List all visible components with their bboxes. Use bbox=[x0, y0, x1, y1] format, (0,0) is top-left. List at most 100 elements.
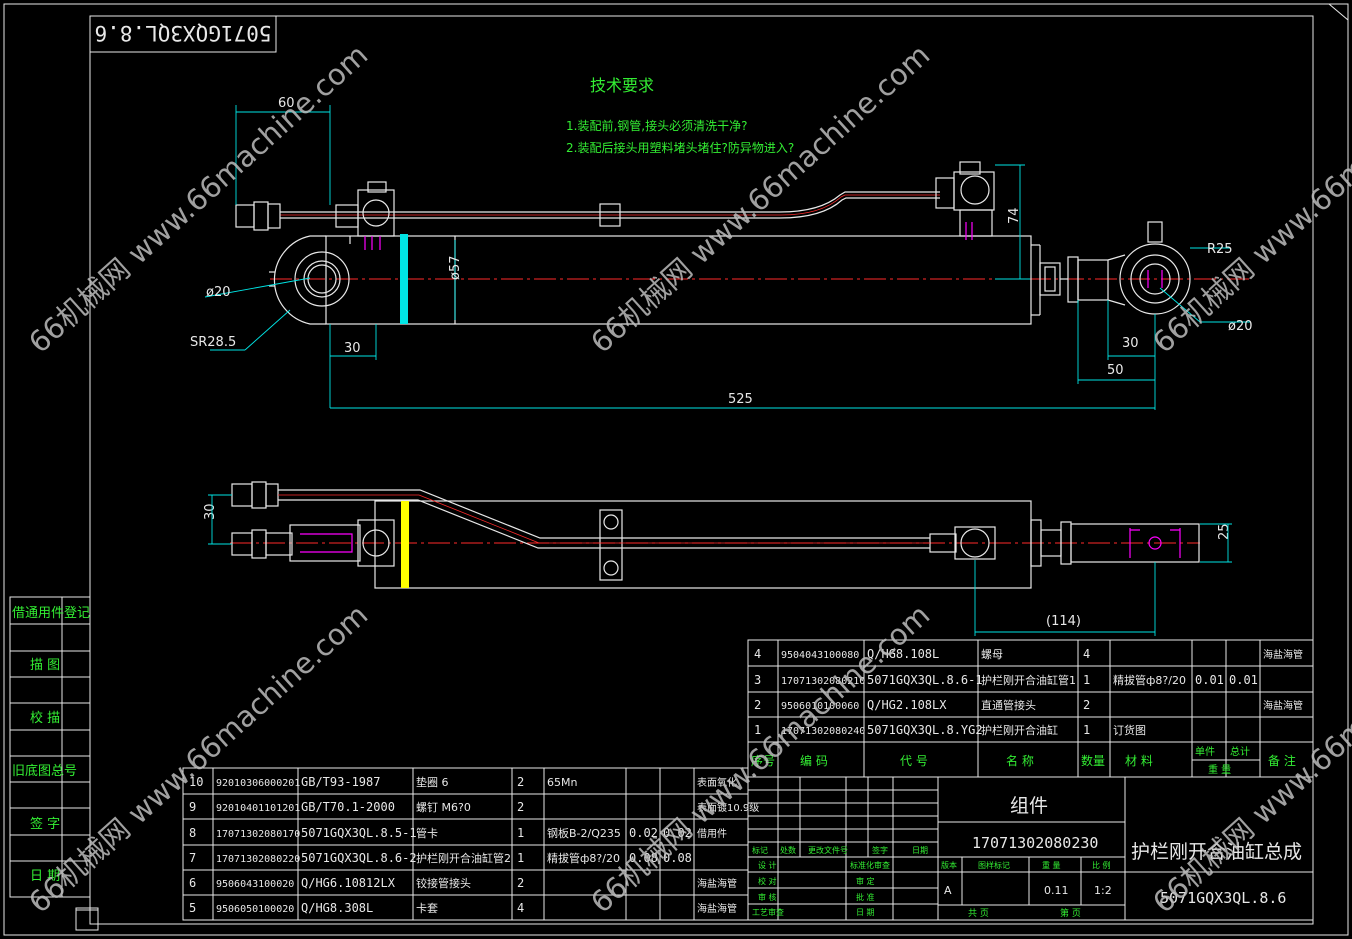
upper-cell-r2-c4: 2 bbox=[1083, 698, 1090, 712]
upper-cell-r3-c2: 5071GQX3QL.8.YG2 bbox=[867, 723, 983, 737]
lower-cell-r5-c0: 5 bbox=[189, 901, 196, 915]
dimension-lines-top bbox=[204, 105, 1250, 410]
lower-cell-r5-c2: Q/HG8.308L bbox=[301, 901, 373, 915]
dim-74: 74 bbox=[1007, 207, 1022, 224]
upper-cell-r2-c8: 海盐海管 bbox=[1263, 699, 1303, 712]
side-label-4: 旧底图总号 bbox=[12, 763, 77, 779]
tb-left-2: 校 对 bbox=[758, 876, 777, 886]
upper-cell-r1-c3: 护栏刚开合油缸管1 bbox=[981, 673, 1076, 687]
tb-rev-count: 处数 bbox=[780, 845, 796, 855]
lower-cell-r2-c1: 17071302080170 bbox=[216, 829, 300, 840]
tb-rev-mark: 标记 bbox=[752, 845, 768, 855]
lower-cell-r4-c4: 2 bbox=[517, 876, 524, 890]
tech-item-1: 1.装配前,钢管,接头必须清洗干净? bbox=[566, 118, 747, 133]
lower-cell-r2-c2: 5071GQX3QL.8.5-1 bbox=[301, 826, 417, 840]
tb-right-4: 日 期 bbox=[856, 908, 875, 917]
side-label-6: 日 期 bbox=[30, 869, 60, 884]
lower-cell-r4-c8: 海盐海管 bbox=[697, 877, 737, 890]
lower-cell-r0-c3: 垫圈 6 bbox=[416, 775, 449, 789]
tb-sheets-total: 共 页 bbox=[968, 908, 989, 919]
upper-cell-r3-c4: 1 bbox=[1083, 723, 1090, 737]
tb-drawing-no: 5071GQX3QL.8.6 bbox=[1160, 889, 1286, 907]
lower-cell-r3-c7: 0.08 bbox=[663, 851, 692, 865]
lower-cell-r5-c3: 卡套 bbox=[416, 902, 438, 915]
lower-cell-r0-c5: 65Mn bbox=[547, 776, 577, 789]
parts-table-lower-grid bbox=[182, 767, 749, 921]
lower-cell-r1-c3: 螺钉 M6?0 bbox=[416, 801, 471, 814]
parts-table-upper-grid bbox=[747, 639, 1314, 778]
lower-cell-r3-c6: 0.08 bbox=[629, 851, 658, 865]
upper-cell-r1-c6: 0.01 bbox=[1195, 673, 1224, 687]
hdr-name: 名 称 bbox=[1006, 753, 1034, 768]
hdr-unit: 单件 bbox=[1195, 746, 1215, 758]
dim-r25: R25 bbox=[1207, 242, 1233, 257]
side-registration-table bbox=[9, 596, 99, 931]
lower-cell-r3-c4: 1 bbox=[517, 851, 524, 865]
tech-title: 技术要求 bbox=[590, 76, 654, 95]
tb-scale: 1:2 bbox=[1094, 884, 1112, 897]
dim-phi20-left: ø20 bbox=[206, 285, 231, 300]
tb-sheet-no: 第 页 bbox=[1060, 907, 1081, 919]
dim-phi20-right: ø20 bbox=[1228, 319, 1253, 334]
lower-cell-r1-c8: 表面镀10.9级 bbox=[697, 801, 759, 814]
upper-cell-r0-c3: 螺母 bbox=[981, 648, 1003, 661]
tb-rev-sign: 签字 bbox=[872, 845, 888, 855]
upper-cell-r2-c3: 直通管接头 bbox=[981, 698, 1036, 712]
dim-50: 50 bbox=[1107, 363, 1124, 378]
tb-right-3: 批 准 bbox=[856, 892, 875, 902]
lower-cell-r2-c0: 8 bbox=[189, 826, 196, 840]
lower-cell-r5-c1: 9506050100020 bbox=[216, 904, 294, 915]
tb-left-4: 工艺审查 bbox=[752, 907, 784, 917]
upper-cell-r1-c1: 17071302080210 bbox=[781, 676, 865, 687]
hdr-total: 总计 bbox=[1230, 745, 1250, 758]
lower-cell-r0-c0: 10 bbox=[189, 775, 203, 789]
drawing-number-stamp: 5071GQX3QL.8.6 bbox=[94, 21, 271, 45]
dim-114: (114) bbox=[1046, 614, 1081, 629]
hdr-no: 序号 bbox=[751, 753, 775, 768]
side-label-3: 校 描 bbox=[30, 710, 60, 726]
title-block: 组件 17071302080230 护栏刚开合油缸总成 5071GQX3QL.8… bbox=[752, 795, 1302, 919]
tb-mass: 0.11 bbox=[1044, 884, 1069, 897]
upper-cell-r1-c7: 0.01 bbox=[1229, 673, 1258, 687]
upper-cell-r0-c4: 4 bbox=[1083, 647, 1090, 661]
tb-hdr-version: 版本 bbox=[941, 860, 957, 870]
tb-rev-date: 日期 bbox=[912, 846, 928, 855]
lower-cell-r0-c8: 表面氧化 bbox=[697, 776, 737, 789]
cylinder-top-view bbox=[235, 161, 1250, 325]
side-label-5: 签 字 bbox=[30, 816, 60, 832]
title-block-grid bbox=[747, 776, 1314, 921]
lower-cell-r1-c4: 2 bbox=[517, 800, 524, 814]
hdr-drawing: 代 号 bbox=[900, 754, 928, 768]
dim-30-left: 30 bbox=[344, 341, 361, 356]
magenta-marks-top bbox=[364, 222, 1163, 288]
cylinder-bottom-view bbox=[230, 481, 1200, 589]
lower-cell-r0-c2: GB/T93-1987 bbox=[301, 775, 380, 789]
dim-525: 525 bbox=[728, 392, 753, 407]
upper-cell-r3-c5: 订货图 bbox=[1113, 723, 1146, 737]
tb-group: 组件 bbox=[1010, 795, 1048, 817]
lower-cell-r1-c0: 9 bbox=[189, 800, 196, 814]
upper-cell-r2-c1: 9506010100060 bbox=[781, 701, 859, 712]
lower-cell-r2-c3: 管卡 bbox=[416, 826, 438, 840]
lower-cell-r2-c8: 借用件 bbox=[697, 828, 727, 840]
hdr-remark: 备 注 bbox=[1268, 753, 1296, 768]
dim-phi57: ø57 bbox=[448, 256, 463, 281]
upper-cell-r1-c4: 1 bbox=[1083, 673, 1090, 687]
lower-cell-r3-c2: 5071GQX3QL.8.6-2 bbox=[301, 851, 417, 865]
tb-rev-doc: 更改文件号 bbox=[808, 845, 848, 855]
upper-cell-r2-c2: Q/HG2.108LX bbox=[867, 698, 947, 712]
upper-cell-r0-c8: 海盐海管 bbox=[1263, 648, 1303, 661]
hdr-qty: 数量 bbox=[1081, 753, 1105, 768]
upper-cell-r3-c0: 1 bbox=[754, 723, 761, 737]
lower-cell-r4-c1: 9506043100020 bbox=[216, 879, 294, 890]
hdr-code: 编 码 bbox=[800, 753, 828, 768]
stamp-box: 5071GQX3QL.8.6 bbox=[89, 15, 277, 53]
lower-cell-r2-c6: 0.02 bbox=[629, 826, 658, 840]
upper-cell-r0-c1: 9504043100080 bbox=[781, 650, 859, 661]
lower-cell-r4-c3: 铰接管接头 bbox=[416, 876, 471, 890]
lower-cell-r2-c5: 钢板B-2/Q235 bbox=[547, 826, 621, 840]
upper-cell-r1-c0: 3 bbox=[754, 673, 761, 687]
side-label-2: 描 图 bbox=[30, 658, 60, 673]
